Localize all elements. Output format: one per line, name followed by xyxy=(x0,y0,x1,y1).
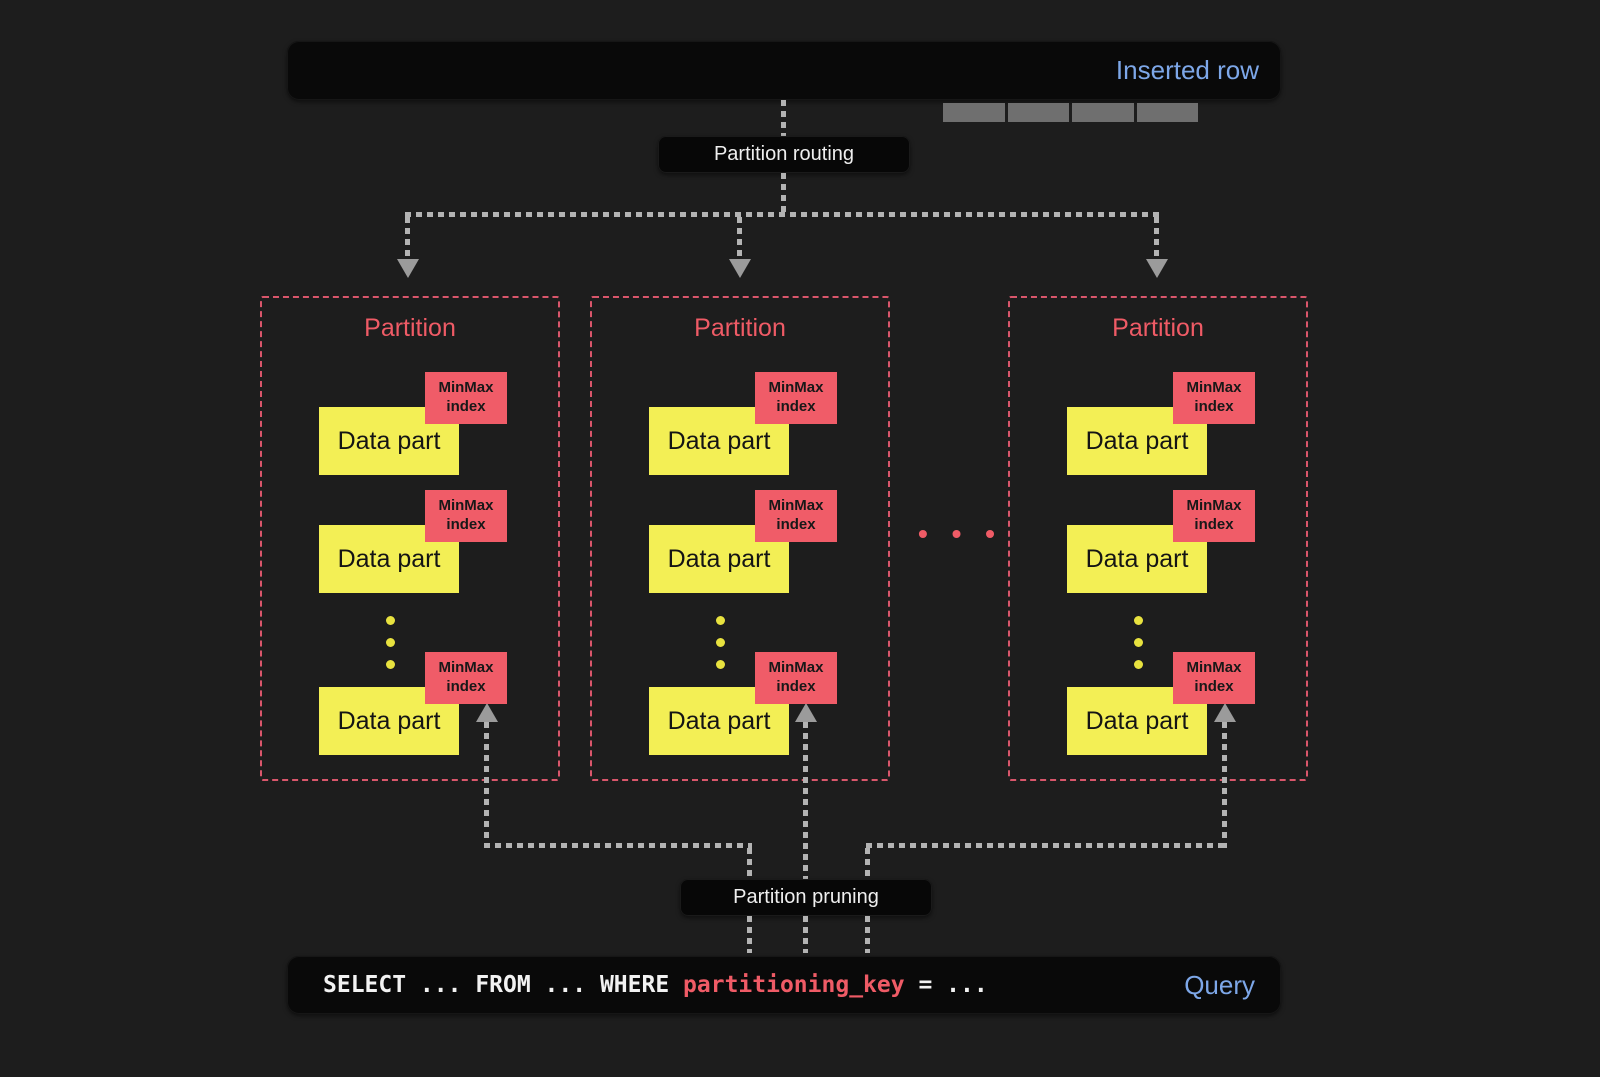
inserted-row-cell xyxy=(943,103,1005,122)
arrow-up-icon xyxy=(476,703,498,722)
arrow-up-icon xyxy=(795,703,817,722)
arrow-down-icon xyxy=(729,259,751,278)
partition-box: Partition Data part MinMax index Data pa… xyxy=(590,296,890,781)
routing-line-stem xyxy=(781,173,786,215)
routing-line-top xyxy=(781,100,786,136)
query-stub xyxy=(803,916,808,953)
partition-title: Partition xyxy=(364,314,456,342)
minmax-index-tag: MinMax index xyxy=(425,652,507,704)
arrow-up-icon xyxy=(1214,703,1236,722)
pruning-line-middle xyxy=(803,722,808,879)
inserted-row-bar: Inserted row xyxy=(287,41,1281,122)
query-stub xyxy=(747,916,752,953)
routing-branch-left xyxy=(405,217,410,259)
query-bar: SELECT ... FROM ... WHERE partitioning_k… xyxy=(287,956,1281,1014)
query-suffix: = ... xyxy=(904,972,988,998)
routing-fanout-line xyxy=(405,212,1160,217)
arrow-down-icon xyxy=(397,259,419,278)
inserted-row-cell xyxy=(1136,103,1198,122)
minmax-index-tag: MinMax index xyxy=(425,490,507,542)
vertical-ellipsis xyxy=(386,616,395,669)
query-stub xyxy=(865,916,870,953)
minmax-index-tag: MinMax index xyxy=(425,372,507,424)
partitions-ellipsis: • • • xyxy=(918,518,1003,549)
inserted-row-cell xyxy=(1007,103,1069,122)
partition-routing-pill: Partition routing xyxy=(658,136,910,173)
query-text: SELECT ... FROM ... WHERE partitioning_k… xyxy=(323,972,988,998)
inserted-row-cell xyxy=(1072,103,1134,122)
partition-pruning-pill: Partition pruning xyxy=(680,879,932,916)
data-part: Data part xyxy=(319,525,459,593)
minmax-index-tag: MinMax index xyxy=(1173,490,1255,542)
partition-box: Partition Data part MinMax index Data pa… xyxy=(260,296,560,781)
vertical-ellipsis xyxy=(1134,616,1143,669)
minmax-index-tag: MinMax index xyxy=(1173,372,1255,424)
pruning-line-right xyxy=(1222,722,1227,848)
partition-title: Partition xyxy=(694,314,786,342)
data-part: Data part xyxy=(319,687,459,755)
minmax-index-tag: MinMax index xyxy=(755,652,837,704)
arrow-down-icon xyxy=(1146,259,1168,278)
vertical-ellipsis xyxy=(716,616,725,669)
pruning-line-left xyxy=(484,722,489,848)
data-part: Data part xyxy=(1067,525,1207,593)
routing-branch-middle xyxy=(737,217,742,259)
inserted-row-cells xyxy=(943,103,1198,122)
query-label: Query xyxy=(1184,969,1255,1000)
query-partitioning-key: partitioning_key xyxy=(683,972,905,998)
pruning-collect-line-right xyxy=(866,843,1227,848)
routing-branch-right xyxy=(1154,217,1159,259)
pruning-stub-right xyxy=(865,848,870,879)
inserted-row-label: Inserted row xyxy=(1115,55,1259,85)
pruning-stub-left xyxy=(747,848,752,879)
partition-box: Partition Data part MinMax index Data pa… xyxy=(1008,296,1308,781)
minmax-index-tag: MinMax index xyxy=(755,490,837,542)
query-prefix: SELECT ... FROM ... WHERE xyxy=(323,972,684,998)
pruning-collect-line-left xyxy=(484,843,752,848)
minmax-index-tag: MinMax index xyxy=(755,372,837,424)
data-part: Data part xyxy=(1067,687,1207,755)
partition-title: Partition xyxy=(1112,314,1204,342)
minmax-index-tag: MinMax index xyxy=(1173,652,1255,704)
